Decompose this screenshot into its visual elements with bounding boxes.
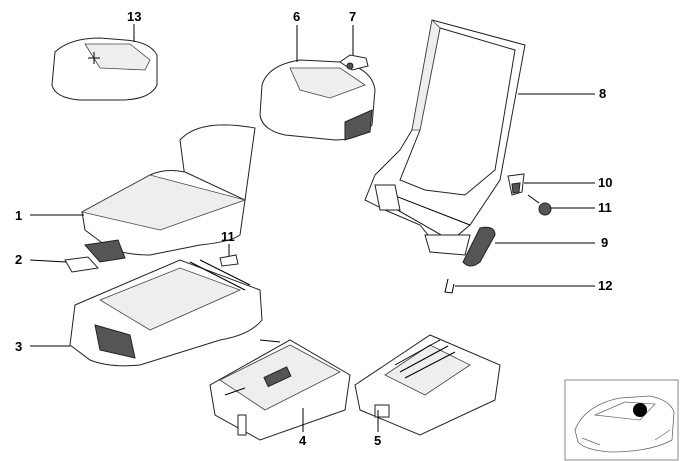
part-7-clip[interactable]: [339, 54, 369, 71]
callout-10: 10: [598, 175, 612, 190]
callout-12: 12: [598, 278, 612, 293]
callout-13: 13: [127, 9, 141, 24]
part-13-pillow[interactable]: [51, 37, 158, 101]
callout-1: 1: [15, 208, 22, 223]
part-6-upper-cushion[interactable]: [259, 59, 376, 141]
part-11-screw[interactable]: [527, 194, 552, 216]
car-location-thumbnail[interactable]: [564, 379, 679, 461]
callout-6: 6: [293, 9, 300, 24]
callout-11: 11: [598, 200, 612, 215]
callout-8: 8: [599, 86, 606, 101]
part-10-expanding-nut[interactable]: [507, 173, 525, 196]
part-8-frame[interactable]: [364, 19, 526, 256]
callout-9: 9: [601, 235, 608, 250]
part-5-storage-tray[interactable]: [354, 334, 501, 436]
callout-4: 4: [299, 433, 307, 448]
car-location-icon: [574, 395, 675, 453]
callout-2: 2: [15, 252, 22, 267]
callout-5: 5: [374, 433, 381, 448]
callout-3: 3: [15, 339, 22, 354]
part-3-housing[interactable]: [69, 259, 263, 367]
part-2-pads[interactable]: [64, 239, 126, 273]
part-12-clamp[interactable]: [444, 278, 455, 294]
part-1-armrest-cover[interactable]: [80, 124, 256, 256]
callout-11-left: 11: [221, 229, 235, 244]
part-11-screw-left[interactable]: [219, 254, 239, 267]
leader-lines: [29, 24, 595, 432]
callout-7: 7: [349, 9, 356, 24]
part-9-trim[interactable]: [462, 226, 496, 267]
part-4-storage-tray[interactable]: [209, 339, 351, 441]
